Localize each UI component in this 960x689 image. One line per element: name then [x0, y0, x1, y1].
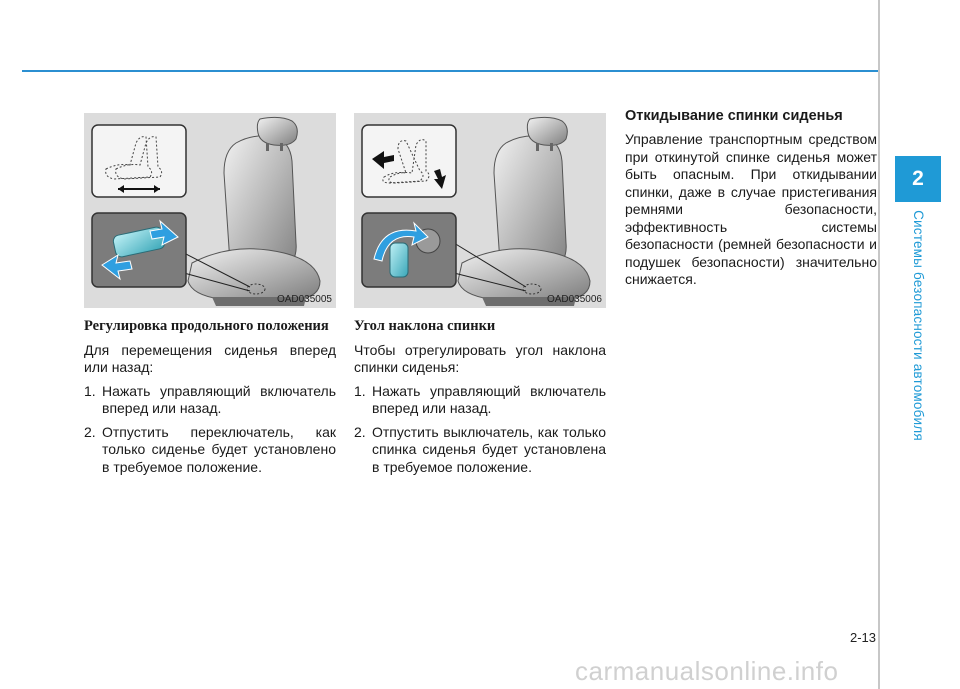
- seatback-recline-illustration: [361, 116, 591, 306]
- seat-slide-illustration: [91, 116, 321, 306]
- step-number: 1.: [354, 382, 366, 399]
- section-intro: Чтобы отрегулировать угол наклона спинки…: [354, 341, 606, 376]
- figure-code: OAD035006: [546, 294, 602, 305]
- section-heading: Угол наклона спинки: [354, 318, 496, 334]
- section-heading: Регулировка продольного положения: [84, 318, 329, 334]
- section-longitudinal-adjustment: Регулировка продольного положения Для пе…: [84, 318, 336, 482]
- list-item: 2. Отпустить выключатель, как только спи…: [354, 424, 606, 477]
- chapter-number: 2: [912, 167, 924, 190]
- figure-seatback-recline: OAD035006: [354, 113, 606, 308]
- section-body: Управление транспортным средством при от…: [625, 131, 877, 287]
- list-item: 1. Нажать управляющий включатель вперед …: [354, 383, 606, 418]
- section-seatback-angle: Угол наклона спинки Чтобы отрегулировать…: [354, 318, 606, 482]
- step-text: Нажать управляющий включатель вперед или…: [102, 382, 336, 417]
- section-heading: Откидывание спинки сиденья: [625, 108, 843, 124]
- step-text: Нажать управляющий включатель вперед или…: [372, 382, 606, 417]
- chapter-title-vertical: Системы безопасности автомобиля: [898, 190, 938, 460]
- page-number: 2-13: [849, 630, 876, 645]
- step-text: Отпустить переключатель, как только сиде…: [102, 423, 336, 475]
- step-number: 2.: [354, 423, 366, 440]
- header-rule: [22, 70, 878, 72]
- margin-rule: [878, 0, 880, 689]
- figure-code: OAD035005: [276, 294, 332, 305]
- figure-seat-slide: OAD035005: [84, 113, 336, 308]
- step-number: 2.: [84, 423, 96, 440]
- list-item: 1. Нажать управляющий включатель вперед …: [84, 383, 336, 418]
- section-intro: Для перемещения сиденья вперед или назад…: [84, 341, 336, 376]
- step-number: 1.: [84, 382, 96, 399]
- list-item: 2. Отпустить переключатель, как только с…: [84, 424, 336, 477]
- chapter-title: Системы безопасности автомобиля: [910, 209, 926, 441]
- step-text: Отпустить выключатель, как только спинка…: [372, 423, 606, 475]
- section-reclining-seatback: Откидывание спинки сиденья Управление тр…: [625, 107, 877, 295]
- chapter-number-tab[interactable]: 2: [895, 156, 941, 202]
- watermark: carmanualsonline.info: [575, 656, 839, 686]
